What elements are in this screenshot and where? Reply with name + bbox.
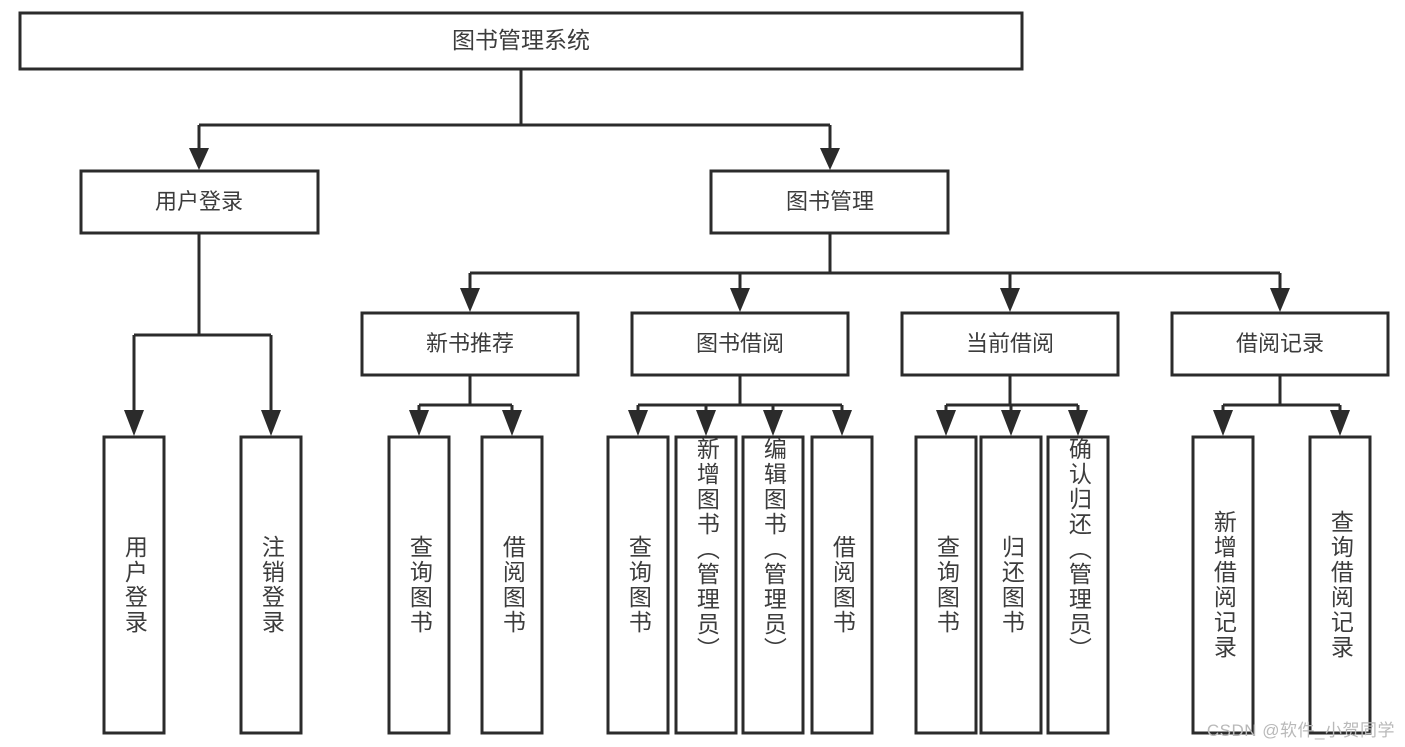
- node-book-manage-box[interactable]: [709, 169, 950, 235]
- leaf-box-borrow-record-0[interactable]: [1191, 435, 1255, 735]
- node-root-box[interactable]: [18, 11, 1024, 71]
- arrowhead-leaf-current-borrow-0: [936, 410, 956, 436]
- csdn-watermark: CSDN @软件_小贺同学: [1206, 721, 1395, 740]
- leaf-box-user-login-0[interactable]: [102, 435, 166, 735]
- node-book-manage-label: 图书管理: [786, 189, 874, 214]
- node-borrow-record-box[interactable]: [1170, 311, 1390, 377]
- arrowhead-user-login: [189, 148, 209, 170]
- connector-user-login-to-leaves: [124, 233, 281, 436]
- leaf-box-book-borrow-0[interactable]: [606, 435, 670, 735]
- connector-new-book-rec-to-leaves: [409, 375, 522, 436]
- arrowhead-leaf-current-borrow-1: [1001, 410, 1021, 436]
- node-user-login-box[interactable]: [79, 169, 320, 235]
- arrowhead-leaf-user-login-0: [124, 410, 144, 436]
- leaf-box-current-borrow-0[interactable]: [914, 435, 978, 735]
- node-user-login-label: 用户登录: [155, 189, 243, 214]
- arrowhead-leaf-borrow-record-1: [1330, 410, 1350, 436]
- arrowhead-leaf-book-borrow-0: [628, 410, 648, 436]
- arrowhead-current-borrow: [1000, 288, 1020, 312]
- arrowhead-leaf-new-book-rec-0: [409, 410, 429, 436]
- node-root[interactable]: 图书管理系统: [18, 11, 1024, 71]
- connector-current-borrow-to-leaves: [936, 375, 1088, 436]
- connector-book-manage-to-level3: [460, 232, 1290, 312]
- arrowhead-leaf-book-borrow-2: [763, 410, 783, 436]
- arrowhead-new-book-rec: [460, 288, 480, 312]
- leaf-box-new-book-rec-1[interactable]: [480, 435, 544, 735]
- arrowhead-leaf-new-book-rec-1: [502, 410, 522, 436]
- arrowhead-borrow-record: [1270, 288, 1290, 312]
- arrowhead-book-borrow: [730, 288, 750, 312]
- arrowhead-leaf-borrow-record-0: [1213, 410, 1233, 436]
- arrowhead-leaf-user-login-1: [261, 410, 281, 436]
- node-user-login[interactable]: 用户登录: [79, 169, 320, 235]
- node-book-borrow-box[interactable]: [630, 311, 850, 377]
- connector-borrow-record-to-leaves: [1213, 375, 1350, 436]
- leaf-box-user-login-1[interactable]: [239, 435, 303, 735]
- leaf-box-book-borrow-3[interactable]: [810, 435, 874, 735]
- arrowhead-book-manage: [820, 148, 840, 170]
- node-book-borrow-label: 图书借阅: [696, 331, 784, 356]
- leaf-box-current-borrow-2[interactable]: [1046, 435, 1110, 735]
- leaf-box-current-borrow-1[interactable]: [979, 435, 1043, 735]
- node-book-manage[interactable]: 图书管理: [709, 169, 950, 235]
- arrowhead-leaf-book-borrow-3: [832, 410, 852, 436]
- leaf-box-borrow-record-1[interactable]: [1308, 435, 1372, 735]
- arrowhead-leaf-current-borrow-2: [1068, 410, 1088, 436]
- connector-root-to-level2: [189, 69, 840, 170]
- leaf-box-new-book-rec-0[interactable]: [387, 435, 451, 735]
- leaf-box-book-borrow-1[interactable]: [674, 435, 738, 735]
- node-new-book-rec-label: 新书推荐: [426, 331, 514, 356]
- node-new-book-rec[interactable]: 新书推荐: [360, 311, 580, 377]
- node-borrow-record-label: 借阅记录: [1236, 331, 1324, 356]
- arrowhead-leaf-book-borrow-1: [696, 410, 716, 436]
- node-root-label: 图书管理系统: [452, 27, 590, 53]
- node-book-borrow[interactable]: 图书借阅: [630, 311, 850, 377]
- node-current-borrow-label: 当前借阅: [966, 331, 1054, 356]
- leaf-boxes: [102, 435, 1372, 735]
- leaf-box-book-borrow-2[interactable]: [741, 435, 805, 735]
- connector-book-borrow-to-leaves: [628, 375, 852, 436]
- node-current-borrow-box[interactable]: [900, 311, 1120, 377]
- node-new-book-rec-box[interactable]: [360, 311, 580, 377]
- node-current-borrow[interactable]: 当前借阅: [900, 311, 1120, 377]
- node-borrow-record[interactable]: 借阅记录: [1170, 311, 1390, 377]
